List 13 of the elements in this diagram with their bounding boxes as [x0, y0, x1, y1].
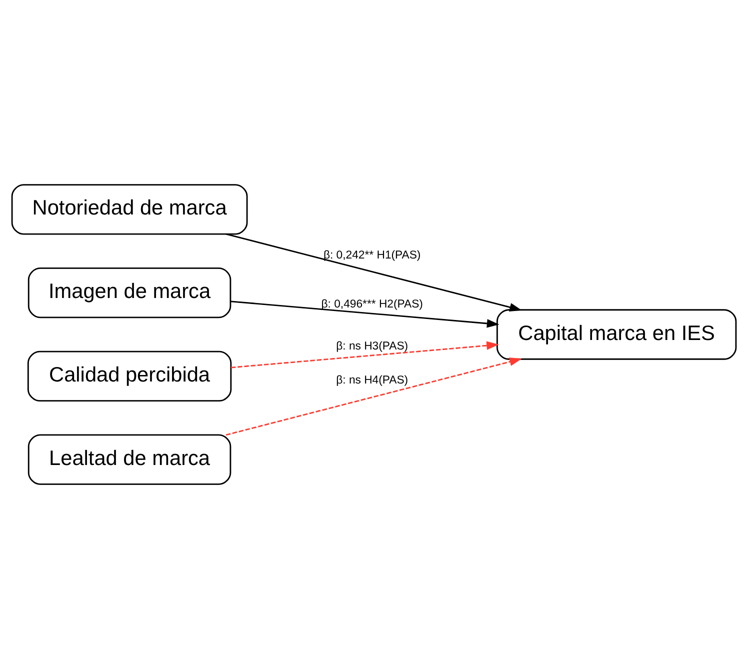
node-box: Lealtad de marca: [28, 434, 232, 484]
arrow: [230, 340, 499, 368]
node-box: Capital marca en IES: [496, 308, 737, 360]
node-box: Calidad percibida: [27, 350, 232, 402]
edge-label: β: ns H4(PAS): [336, 374, 408, 386]
node-box: Imagen de marca: [28, 266, 232, 318]
arrow: [230, 300, 500, 328]
node-box: Notoriedad de marca: [11, 184, 248, 234]
edge-label: β: 0,496*** H2(PAS): [321, 298, 423, 310]
edge-label: β: 0,242** H1(PAS): [323, 248, 421, 261]
arrow: [226, 232, 522, 311]
arrow: [226, 357, 522, 436]
edge-label: β: ns H3(PAS): [336, 340, 408, 352]
